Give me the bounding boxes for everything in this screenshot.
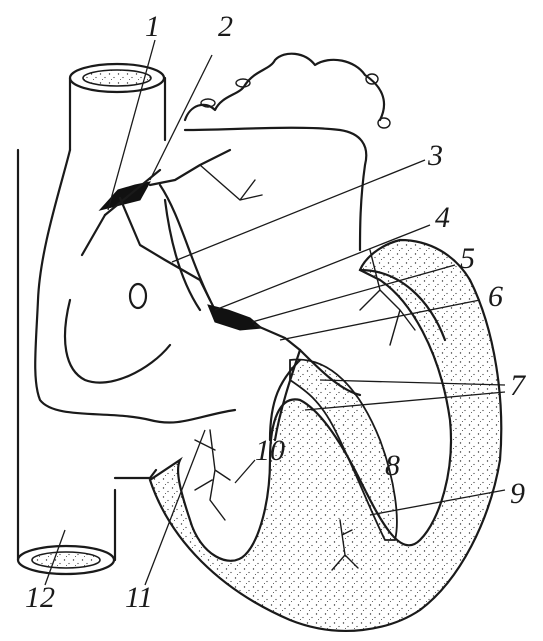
label-5: 5 [460,242,475,275]
sinoatrial-node [82,150,262,310]
superior-vena-cava [70,64,165,150]
label-12: 12 [25,581,55,614]
left-atrium-outline [160,128,366,310]
label-1: 1 [145,10,160,43]
label-3: 3 [427,139,443,172]
label-8: 8 [385,449,400,482]
label-9: 9 [510,477,525,510]
label-2: 2 [218,10,233,43]
inferior-vena-cava [18,150,156,574]
label-4: 4 [435,201,450,234]
label-10: 10 [255,434,285,467]
aorta-outline [185,54,390,128]
label-6: 6 [488,280,503,313]
label-7: 7 [510,369,527,402]
label-11: 11 [125,581,153,614]
